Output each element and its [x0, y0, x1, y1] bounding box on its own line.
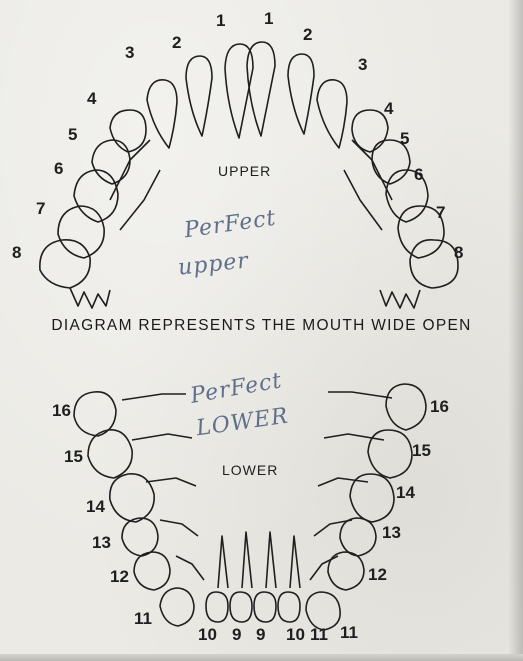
lower-incisor-3 [254, 592, 276, 622]
lower-incisor-1 [206, 592, 228, 622]
upper-tooth-number: 4 [384, 100, 393, 117]
lower-tooth-number: 13 [382, 524, 401, 541]
paper-edge [0, 654, 523, 661]
paper-shadow [508, 0, 523, 661]
upper-lateral-incisor-right [288, 54, 314, 134]
upper-molar-left-2 [58, 206, 104, 258]
lower-incisor-2 [230, 592, 252, 622]
upper-tooth-number: 7 [36, 200, 45, 217]
lower-incisor-4 [278, 592, 300, 622]
upper-tooth-number: 6 [54, 160, 63, 177]
upper-tooth-number: 5 [400, 130, 409, 147]
upper-tooth-number: 2 [172, 34, 181, 51]
lower-label: LOWER [222, 462, 278, 478]
lower-molar-left-12 [134, 552, 170, 590]
upper-tooth-number: 1 [216, 12, 225, 29]
lower-tooth-number: 10 [198, 626, 217, 643]
upper-canine-right [317, 80, 347, 148]
lower-tooth-number: 16 [430, 398, 449, 415]
upper-premolar-left-1 [110, 110, 146, 152]
lower-tooth-number: 15 [64, 448, 83, 465]
upper-tooth-number: 8 [454, 244, 463, 261]
upper-tooth-number: 2 [303, 26, 312, 43]
lower-molar-right-16 [386, 384, 426, 430]
upper-tooth-number: 8 [12, 244, 21, 261]
lower-molar-left-11 [160, 588, 194, 626]
upper-tooth-number: 1 [264, 10, 273, 27]
upper-canine-left [147, 80, 177, 148]
lower-tooth-number: 14 [86, 498, 105, 515]
upper-label: UPPER [218, 163, 271, 179]
lower-tooth-number: 11 [340, 624, 358, 641]
lower-tooth-number: 9 [256, 626, 265, 643]
lower-tooth-number: 12 [368, 566, 387, 583]
lower-tooth-number: 10 [286, 626, 305, 643]
lower-tooth-number: 14 [396, 484, 415, 501]
lower-molar-right-15 [368, 430, 412, 478]
lower-tooth-number: 9 [232, 626, 241, 643]
lower-tooth-number: 12 [110, 568, 129, 585]
lower-molar-left-13 [122, 518, 158, 556]
upper-lateral-incisor-left [186, 56, 212, 136]
diagram-caption: DIAGRAM REPRESENTS THE MOUTH WIDE OPEN [0, 317, 523, 335]
lower-tooth-number: 11 [310, 626, 328, 643]
upper-tooth-number: 4 [87, 90, 96, 107]
lower-tooth-number: 15 [412, 442, 431, 459]
lower-tooth-number: 13 [92, 534, 111, 551]
lower-cusps-right [310, 392, 392, 580]
lower-cusps-left [122, 394, 204, 580]
lower-molar-left-15 [88, 430, 132, 478]
upper-tooth-number: 3 [358, 56, 367, 73]
lower-incisor-roots [218, 532, 300, 588]
upper-roots-left [70, 140, 160, 308]
lower-tooth-number: 16 [52, 402, 71, 419]
upper-molar-right-3 [410, 240, 458, 288]
upper-tooth-number: 5 [68, 126, 77, 143]
upper-tooth-number: 3 [125, 44, 134, 61]
upper-tooth-number: 6 [414, 166, 423, 183]
lower-molar-left-16 [74, 392, 116, 436]
lower-molar-right-13 [340, 518, 376, 556]
lower-tooth-number: 11 [134, 610, 152, 627]
upper-tooth-number: 7 [436, 204, 445, 221]
